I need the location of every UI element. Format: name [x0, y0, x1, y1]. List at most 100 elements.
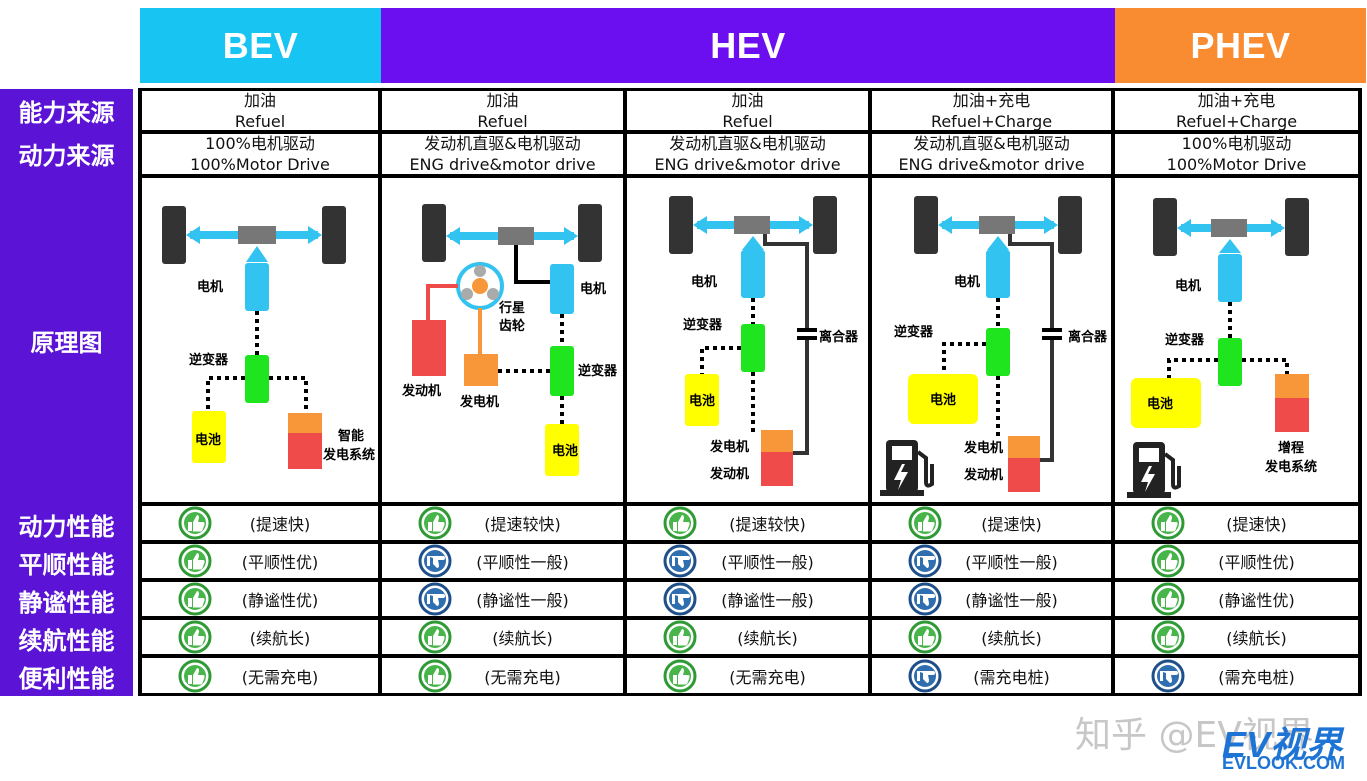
header-bev: BEV [140, 8, 381, 83]
inverter-battery-link [942, 342, 986, 374]
label-engine: 发动机 [709, 466, 749, 482]
inverter-gen-link [269, 376, 308, 413]
engine-box [412, 320, 446, 376]
rating-text: (平顺性优) [241, 553, 319, 572]
power-zh: 发动机直驱&电机驱动 [424, 134, 581, 153]
logo-evlook: EV视界 [1222, 724, 1343, 765]
rating-power-performance-3: (提速较快) [627, 506, 868, 540]
rating-text: (提速较快) [729, 515, 806, 534]
rating-range-1: (续航长) [142, 620, 378, 654]
label-engine: 发动机 [963, 467, 1003, 483]
label-range-ext: 增程 [1278, 440, 1304, 456]
wheel-left [914, 196, 938, 254]
generator-box [761, 430, 793, 452]
rating-text: (续航长) [249, 629, 311, 648]
charging-pile-icon [880, 440, 934, 496]
energy-zh: 加油 [486, 90, 519, 110]
arrow-right [1271, 219, 1285, 237]
hev-parallel-schematic: 电机 逆变器 电池 离合器 发电机 发动机 [669, 196, 859, 486]
label-planetary: 行星 [498, 300, 525, 316]
arrow-left [693, 216, 707, 234]
rating-quietness-1: (静谧性优) [142, 582, 378, 616]
inverter-box [1218, 338, 1242, 386]
generator-box [1008, 436, 1040, 458]
motor-box [245, 263, 269, 311]
engine-link [426, 284, 458, 320]
rating-text: (续航长) [1226, 629, 1287, 648]
thumb-side-icon [1151, 659, 1185, 693]
thumb-up-icon [1151, 620, 1185, 654]
arrow-left [186, 226, 200, 244]
label-motor: 电机 [691, 274, 717, 290]
rating-text: (平顺性一般) [965, 553, 1058, 572]
power-zh: 100%电机驱动 [205, 134, 315, 153]
thumb-side-icon [663, 544, 697, 578]
arrow-left [1177, 219, 1191, 237]
power-en: 100%Motor Drive [190, 155, 330, 174]
label-motor: 电机 [580, 281, 606, 297]
wheel-right [1285, 198, 1309, 256]
wheel-right [578, 204, 602, 262]
thumb-up-icon [178, 582, 212, 616]
rating-text: (平顺性一般) [721, 553, 814, 572]
label-clutch: 离合器 [819, 329, 859, 345]
energy-zh: 加油 [243, 90, 276, 110]
energy-en: Refuel+Charge [1175, 111, 1298, 131]
power-en: ENG drive&motor drive [409, 155, 596, 174]
generator-box [464, 354, 498, 386]
rating-quietness-3: (静谧性一般) [627, 582, 868, 616]
energy-zh: 加油+充电 [952, 90, 1031, 110]
label-battery: 电池 [1147, 396, 1173, 412]
rating-text: (无需充电) [484, 667, 561, 687]
rating-smoothness-4: (平顺性一般) [872, 544, 1111, 578]
watermark: 知乎 @EV视界 [1075, 715, 1314, 756]
diagram-hev-series: 电机 逆变器 电池 行星 齿轮 发动机 发电机 [382, 178, 623, 502]
diagram-phev-erev: 电机 逆变器 电池 增程 发电系统 [1115, 178, 1358, 502]
thumb-up-icon [908, 506, 942, 540]
planetary-sun [472, 278, 488, 294]
arrow-up [1219, 239, 1241, 253]
diff-motor-link [514, 245, 550, 284]
engine-box [761, 452, 793, 486]
rating-convenience-1: (无需充电) [142, 658, 378, 693]
thumb-up-icon [1151, 582, 1185, 616]
label-clutch: 离合器 [1068, 329, 1108, 345]
diagram-bev: 电机 逆变器 电池 智能 发电系统 [142, 178, 378, 502]
rating-text: (续航长) [492, 629, 553, 648]
power-source-cell: 100%电机驱动 100%Motor Drive [142, 134, 378, 174]
rating-text: (需充电桩) [973, 667, 1050, 687]
phev-erev-schematic: 电机 逆变器 电池 增程 发电系统 [1127, 198, 1317, 498]
rating-range-4: (续航长) [872, 620, 1111, 654]
energy-en: Refuel [234, 111, 286, 131]
label-inverter: 逆变器 [894, 324, 934, 340]
motor-box [550, 264, 574, 314]
arrow-up [246, 246, 268, 262]
thumb-up-icon [1151, 544, 1185, 578]
label-battery: 电池 [930, 392, 956, 408]
arrow-right [799, 216, 813, 234]
thumb-up-icon [663, 620, 697, 654]
bev-schematic: 电机 逆变器 电池 智能 发电系统 [162, 206, 375, 469]
differential [979, 216, 1015, 234]
row-label-power-source: 动力来源 [0, 131, 133, 176]
label-smart-gen: 发电系统 [322, 447, 375, 463]
thumb-up-icon [418, 620, 452, 654]
power-zh: 发动机直驱&电机驱动 [913, 134, 1070, 153]
rating-text: (平顺性优) [1218, 553, 1295, 572]
rating-text: (静谧性一般) [721, 591, 814, 610]
rating-range-3: (续航长) [627, 620, 868, 654]
thumb-up-icon [178, 544, 212, 578]
inverter-battery-link [1167, 358, 1218, 378]
thumb-up-icon [908, 620, 942, 654]
row-label-energy-source: 能力来源 [0, 89, 133, 131]
inverter-box [550, 346, 574, 396]
label-range-ext-gen: 发电系统 [1264, 459, 1317, 475]
header-hev: HEV [381, 8, 1115, 83]
wheel-left [162, 206, 186, 264]
generator-box [288, 413, 322, 433]
